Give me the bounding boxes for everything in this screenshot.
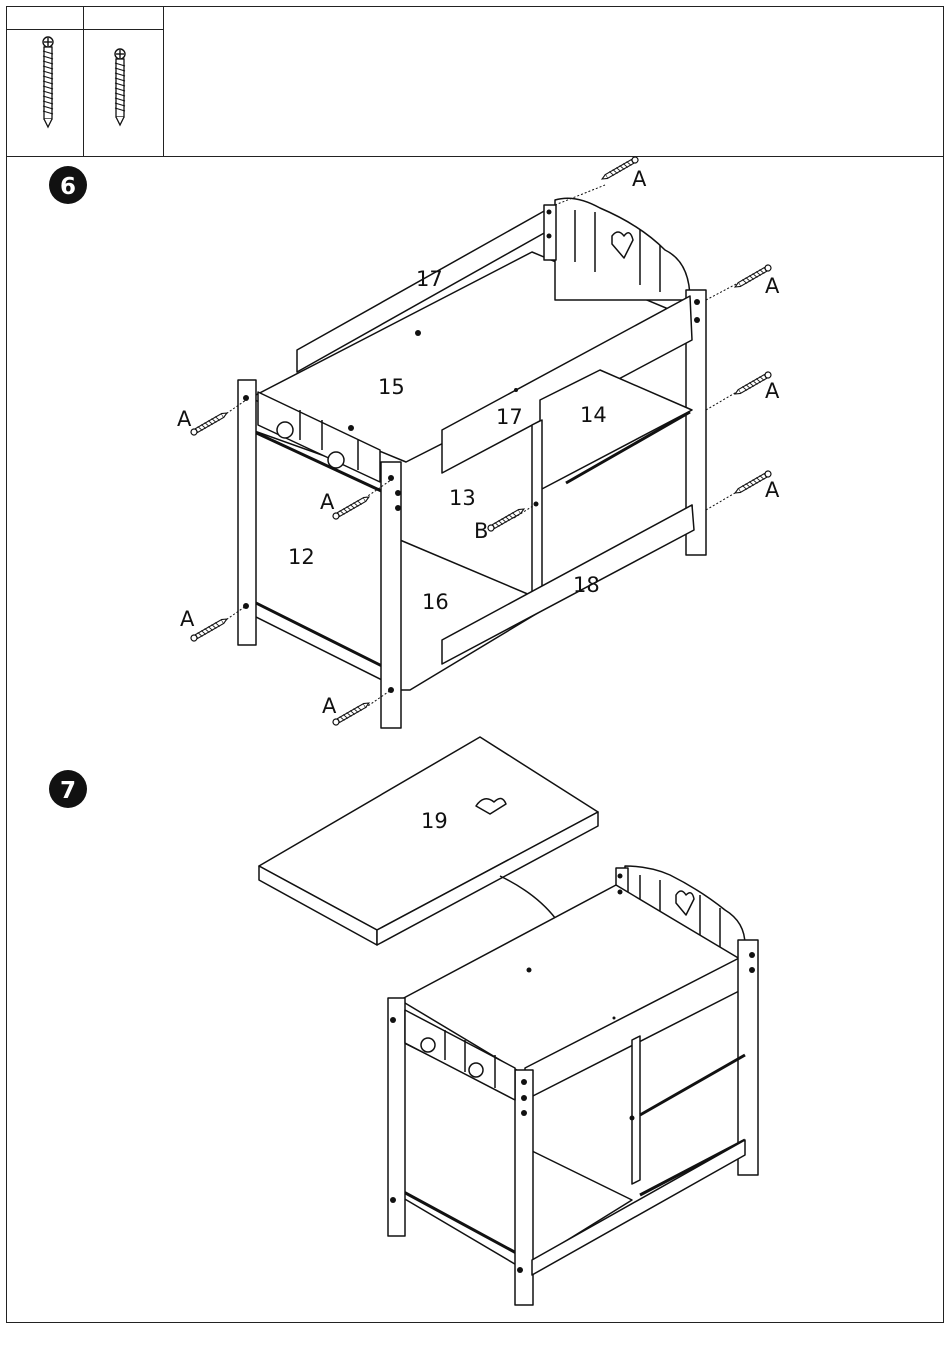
step-6: 6: [49, 156, 780, 728]
screw-label: A: [322, 694, 337, 718]
screw-label: A: [632, 167, 647, 191]
part-label: 12: [288, 545, 315, 569]
part-label: 15: [378, 375, 405, 399]
part-label: 19: [421, 809, 448, 833]
screw-label: A: [320, 490, 335, 514]
part-label: 17: [416, 267, 443, 291]
screw-label: A: [765, 478, 780, 502]
top-board: [259, 737, 598, 945]
screw-label: A: [765, 274, 780, 298]
part-label: 18: [573, 573, 600, 597]
assembled-unit: [388, 866, 758, 1305]
part-label: 17: [496, 405, 523, 429]
part-label: 14: [580, 403, 607, 427]
part-label: 16: [422, 590, 449, 614]
screw-label: B: [474, 519, 488, 543]
step-7: 7 19: [49, 737, 758, 1305]
step-7-number: 7: [60, 778, 76, 804]
screw-label: A: [177, 407, 192, 431]
screw-label: A: [180, 607, 195, 631]
part-label: 13: [449, 486, 476, 510]
screw-label: A: [765, 379, 780, 403]
step-6-number: 6: [60, 174, 76, 200]
